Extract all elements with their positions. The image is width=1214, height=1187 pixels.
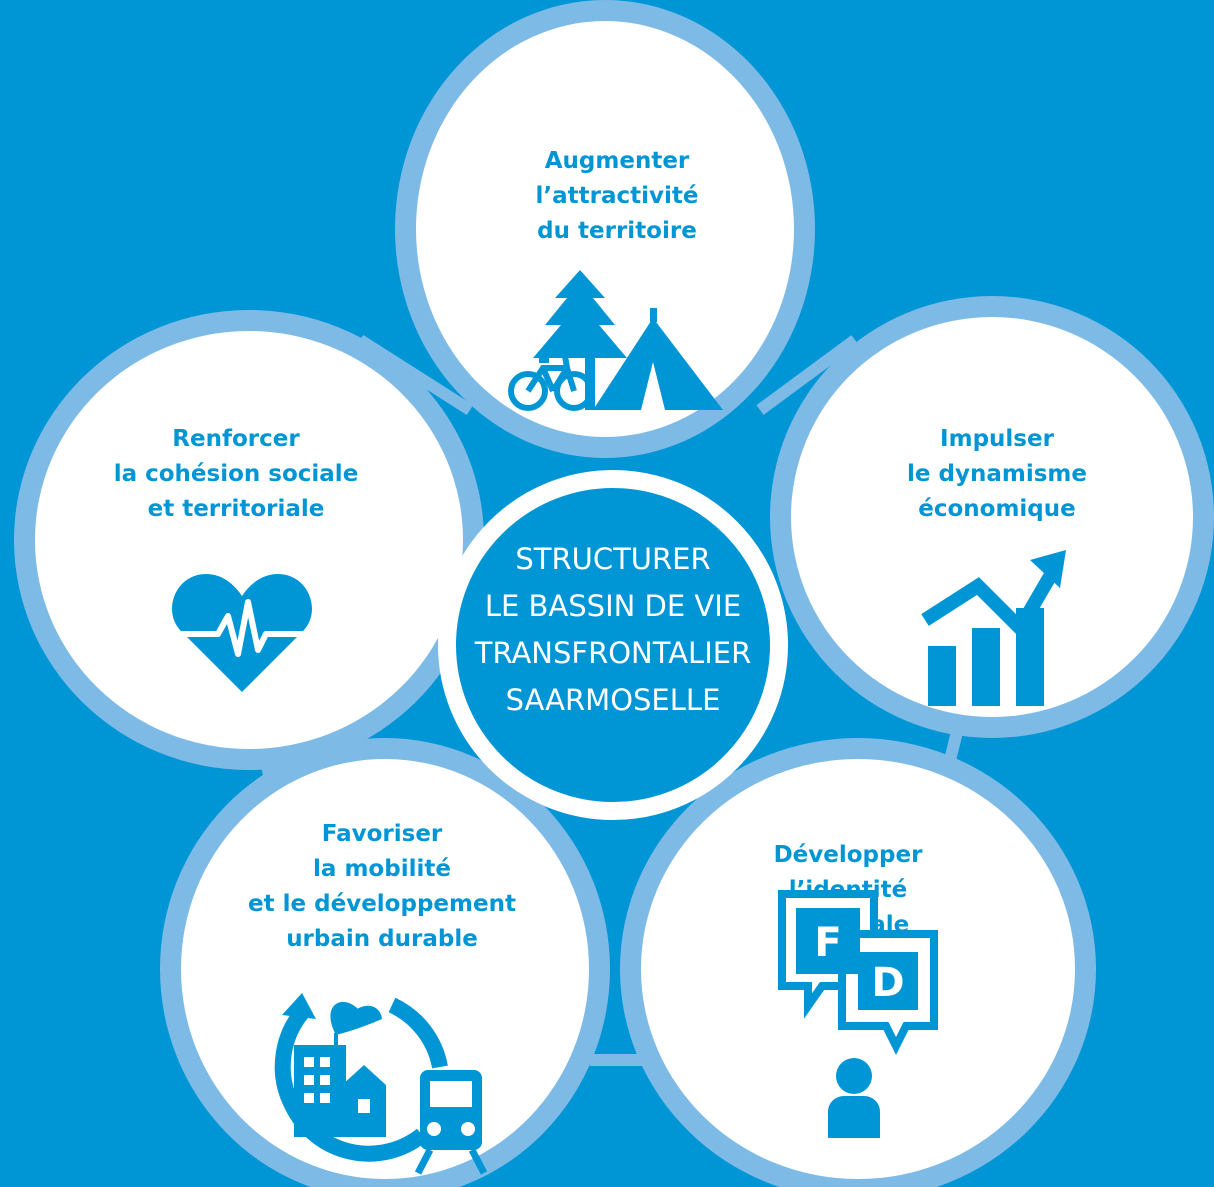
bubble-letter-f: F xyxy=(814,920,841,966)
label-line: du territoire xyxy=(537,218,697,244)
label-line: Impulser xyxy=(940,426,1054,452)
center-title-line: TRANSFRONTALIER xyxy=(474,636,752,670)
center-title-line: LE BASSIN DE VIE xyxy=(484,589,742,623)
label-cohesion: Renforcer la cohésion sociale et territo… xyxy=(114,422,359,527)
tent-tree-bicycle-icon xyxy=(508,270,723,411)
label-line: l’attractivité xyxy=(535,183,699,209)
label-line: Augmenter xyxy=(544,148,690,174)
label-line: le dynamisme xyxy=(907,461,1087,487)
label-line: et territoriale xyxy=(147,496,325,522)
city-train-cycle-icon xyxy=(274,993,487,1175)
label-line: Développer xyxy=(773,842,923,868)
center-title: STRUCTURER LE BASSIN DE VIE TRANSFRONTAL… xyxy=(475,536,751,724)
bubble-letter-d: D xyxy=(871,960,904,1006)
label-line: Favoriser xyxy=(321,821,443,847)
label-line: et le développement xyxy=(248,891,516,917)
language-bubbles-icon: F D xyxy=(778,890,938,1138)
label-line: économique xyxy=(918,496,1076,522)
label-attractivite: Augmenter l’attractivité du territoire xyxy=(536,144,699,249)
growth-chart-icon xyxy=(921,550,1066,706)
label-line: la mobilité xyxy=(313,856,451,882)
label-mobilite: Favoriser la mobilité et le développemen… xyxy=(248,817,516,957)
label-line: urbain durable xyxy=(286,926,478,952)
center-title-line: SAARMOSELLE xyxy=(505,683,721,717)
center-title-line: STRUCTURER xyxy=(515,542,711,576)
heart-pulse-icon xyxy=(172,574,312,692)
label-line: la cohésion sociale xyxy=(113,461,359,487)
circle-cohesion xyxy=(14,310,484,770)
label-line: Renforcer xyxy=(172,426,300,452)
label-dynamisme: Impulser le dynamisme économique xyxy=(907,422,1087,527)
